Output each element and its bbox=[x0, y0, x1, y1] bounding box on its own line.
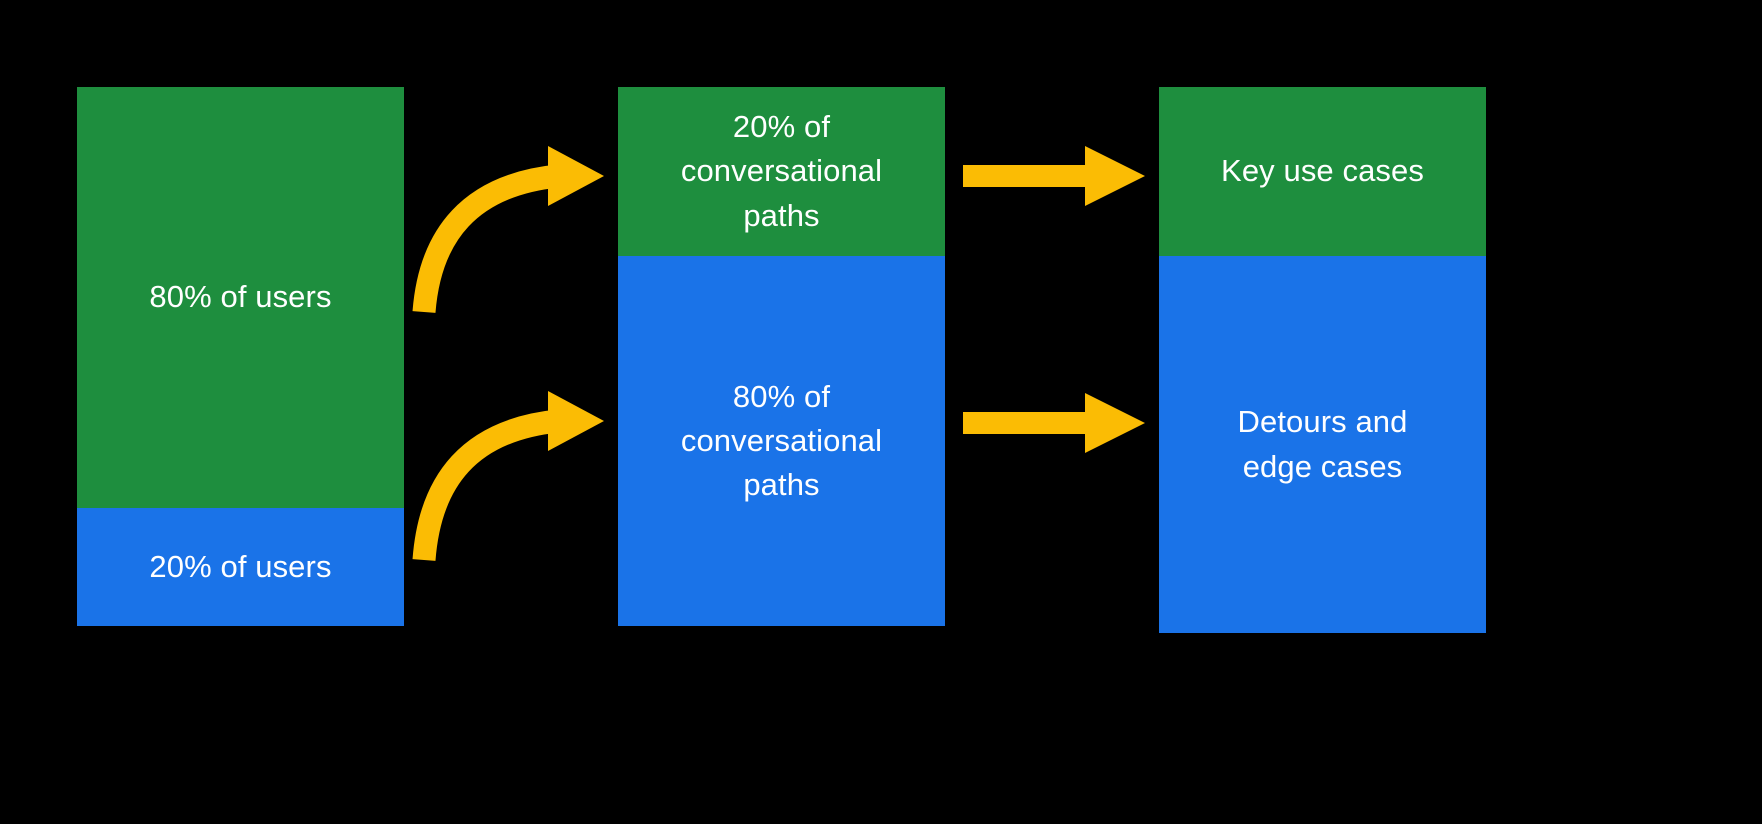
segment-label-20-percent-users: 20% of users bbox=[149, 548, 332, 584]
curved-arrow-users-to-top-paths-icon bbox=[412, 146, 604, 314]
column-outcomes: Key use cases Detours and edge cases bbox=[1159, 87, 1486, 633]
segment-label-80-percent-paths: 80% of conversational paths bbox=[680, 378, 883, 502]
segment-key-use-cases: Key use cases bbox=[1159, 87, 1486, 256]
column-conversational-paths: 20% of conversational paths 80% of conve… bbox=[618, 87, 945, 626]
segment-80-percent-users: 80% of users bbox=[77, 87, 404, 508]
column-users: 80% of users 20% of users bbox=[77, 87, 404, 626]
segment-label-detours-edge-cases: Detours and edge cases bbox=[1237, 404, 1408, 484]
segment-80-percent-paths: 80% of conversational paths bbox=[618, 256, 945, 626]
straight-arrow-top-paths-to-key-use-cases-icon bbox=[963, 146, 1145, 206]
segment-20-percent-paths: 20% of conversational paths bbox=[618, 87, 945, 256]
segment-label-20-percent-paths: 20% of conversational paths bbox=[680, 109, 883, 233]
segment-20-percent-users: 20% of users bbox=[77, 508, 404, 626]
segment-label-key-use-cases: Key use cases bbox=[1221, 153, 1424, 189]
curved-arrow-users-to-bottom-paths-icon bbox=[412, 391, 604, 561]
segment-detours-edge-cases: Detours and edge cases bbox=[1159, 256, 1486, 633]
straight-arrow-bottom-paths-to-detours-icon bbox=[963, 393, 1145, 453]
segment-label-80-percent-users: 80% of users bbox=[149, 279, 332, 315]
